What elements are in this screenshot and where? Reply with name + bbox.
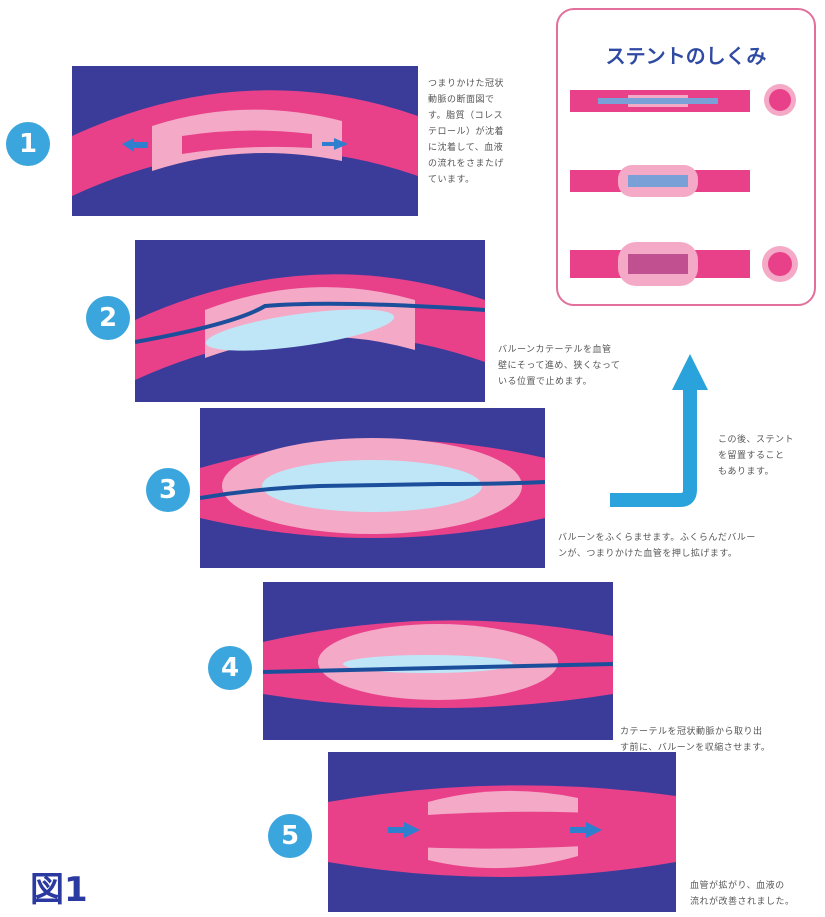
stent-explanation-box: ステントのしくみ bbox=[556, 8, 816, 306]
step-4-badge: 4 bbox=[208, 646, 252, 690]
step4-panel bbox=[263, 582, 613, 740]
step-1-badge: 1 bbox=[6, 122, 50, 166]
step-1-caption: つまりかけた冠状 動脈の断面図で す。脂質（コレス テロール）が沈着 に沈着して… bbox=[428, 76, 504, 188]
step5-panel bbox=[328, 752, 676, 912]
stent-illustrations bbox=[558, 10, 814, 304]
artery-cross-section-1 bbox=[72, 66, 418, 216]
stent-placement-note: この後、ステント を留置すること もあります。 bbox=[718, 432, 794, 480]
artery-cross-section-2 bbox=[135, 240, 485, 402]
step-2-caption: バルーンカテーテルを血管 壁にそって進め、狭くなって いる位置で止めます。 bbox=[498, 342, 620, 390]
step3-panel bbox=[200, 408, 545, 568]
step-5-caption: 血管が拡がり、血液の 流れが改善されました。 bbox=[690, 878, 795, 910]
step-2-badge: 2 bbox=[86, 296, 130, 340]
artery-cross-section-4 bbox=[263, 582, 613, 740]
step-3-badge: 3 bbox=[146, 468, 190, 512]
figure-label: 図1 bbox=[30, 862, 88, 911]
step-5-badge: 5 bbox=[268, 814, 312, 858]
step-3-caption: バルーンをふくらませます。ふくらんだバルー ンが、つまりかけた血管を押し拡げます… bbox=[558, 530, 756, 562]
artery-cross-section-5 bbox=[328, 752, 676, 912]
artery-cross-section-3 bbox=[200, 408, 545, 568]
step2-panel bbox=[135, 240, 485, 402]
up-arrow-icon bbox=[610, 340, 730, 510]
step1-panel bbox=[72, 66, 418, 216]
